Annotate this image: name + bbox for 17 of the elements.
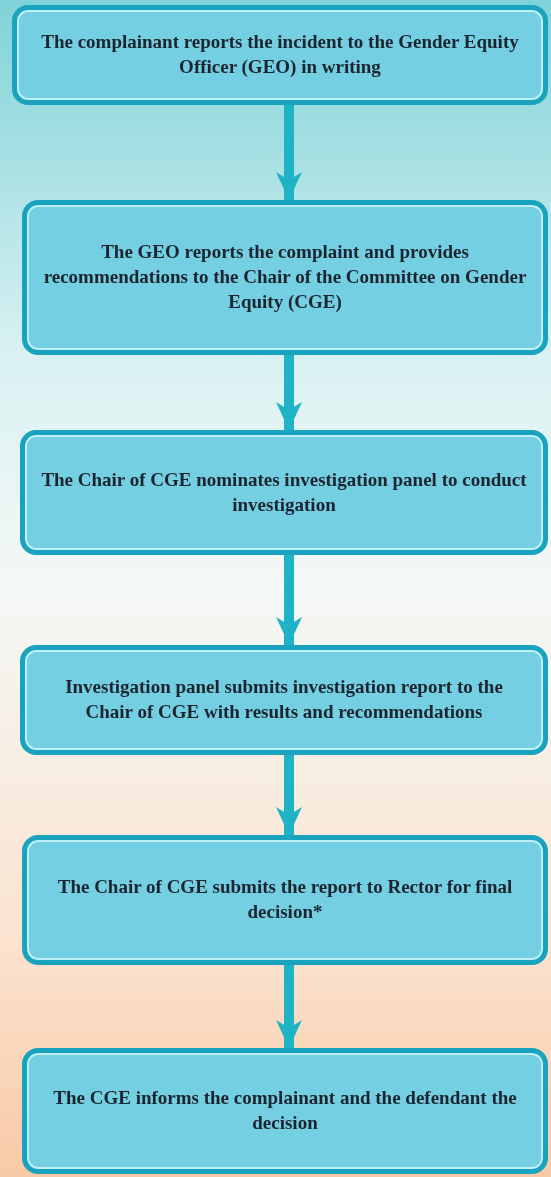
step-text: The Chair of CGE submits the report to Rector for final decision* [56, 875, 514, 924]
process-box [22, 835, 548, 965]
process-box [12, 5, 548, 105]
step-text: The Chair of CGE nominates investigation panel to conduct investigation [41, 467, 527, 517]
process-box [20, 430, 548, 555]
step-text: The complainant reports the incident to the Gender Equity Officer (GEO) in writing [40, 30, 520, 79]
arrow [276, 355, 302, 430]
arrow [276, 755, 302, 835]
arrow [276, 555, 302, 645]
process-box [20, 645, 548, 755]
step-text: Investigation panel submits investigation report to the Chair of CGE with results and recommendations [64, 675, 504, 724]
arrow [276, 965, 302, 1048]
arrow [276, 105, 302, 200]
step-text: The CGE informs the complainant and the defendant the decision [52, 1086, 518, 1135]
process-box [22, 1048, 548, 1174]
step-text: The GEO reports the complaint and provides recommendations to the Chair of the Committee on Gender Equity (CGE) [43, 240, 527, 314]
process-box [22, 200, 548, 355]
